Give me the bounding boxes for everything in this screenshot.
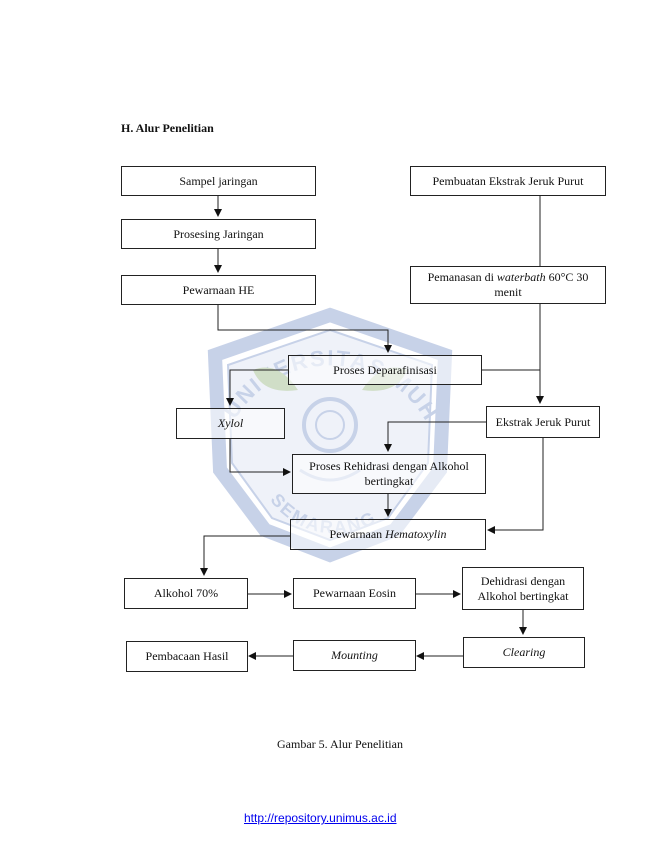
box-rehidrasi: Proses Rehidrasi dengan Alkohol bertingk… [292,454,486,494]
box-label: Sampel jaringan [179,173,258,188]
box-label: Pewarnaan Hematoxylin [330,527,447,542]
box-label: Pembacaan Hasil [145,649,229,663]
box-pembuatan-ekstrak: Pembuatan Ekstrak Jeruk Purut [410,166,606,196]
box-label: Xylol [217,416,244,430]
box-label: Ekstrak Jeruk Purut [495,414,591,429]
box-mounting: Mounting [293,640,416,671]
box-prosesing-jaringan: Prosesing Jaringan [121,219,316,249]
box-label: Mounting [331,648,378,662]
box-pewarnaan-he: Pewarnaan HE [121,275,316,305]
hema-text-b: Hematoxylin [385,527,447,541]
arrow-ekstrak-to-rehidrasi [384,421,486,452]
hema-text-a: Pewarnaan [329,527,386,541]
box-label: Pembuatan Ekstrak Jeruk Purut [432,173,584,188]
pemanasan-text-a: Pemanasan di [427,270,497,284]
arrow-deparafinisasi-to-xylol [226,369,288,406]
box-deparafinisasi: Proses Deparafinisasi [288,355,482,385]
box-label: Dehidrasi dengan Alkohol bertingkat [477,573,569,603]
box-label: Clearing [502,645,546,659]
box-pembacaan-hasil: Pembacaan Hasil [126,641,248,672]
box-dehidrasi: Dehidrasi dengan Alkohol bertingkat [462,567,584,610]
pemanasan-text-c: 60°C 30 menit [494,270,589,299]
box-pemanasan: Pemanasan di waterbath 60°C 30 menit [410,266,606,304]
box-label: Prosesing Jaringan [173,226,264,241]
box-xylol: Xylol [176,408,285,439]
arrow-pewarnaan-to-deparafinisasi [217,305,392,353]
repository-link[interactable]: http://repository.unimus.ac.id [244,811,397,825]
box-clearing: Clearing [463,637,585,668]
box-label: Pemanasan di waterbath 60°C 30 menit [415,270,601,300]
box-label: Proses Rehidrasi dengan Alkohol bertingk… [309,459,469,488]
figure-caption: Gambar 5. Alur Penelitian [277,737,403,751]
box-pewarnaan-hematoxylin: Pewarnaan Hematoxylin [290,519,486,550]
box-pewarnaan-eosin: Pewarnaan Eosin [293,578,416,609]
box-label: Proses Deparafinisasi [333,362,437,377]
pemanasan-text-b: waterbath [496,270,546,284]
box-alkohol-70: Alkohol 70% [124,578,248,609]
box-label: Pewarnaan Eosin [313,586,396,600]
arrow-xylol-to-rehidrasi [229,439,291,476]
box-label: Pewarnaan HE [182,282,255,297]
box-ekstrak-jeruk-purut: Ekstrak Jeruk Purut [486,406,600,438]
arrow-ekstrak-to-hematoxylin [487,438,544,534]
arrow-hematoxylin-to-alkohol [200,535,290,576]
box-label: Alkohol 70% [153,586,219,600]
box-sampel-jaringan: Sampel jaringan [121,166,316,196]
section-heading: H. Alur Penelitian [121,121,214,135]
